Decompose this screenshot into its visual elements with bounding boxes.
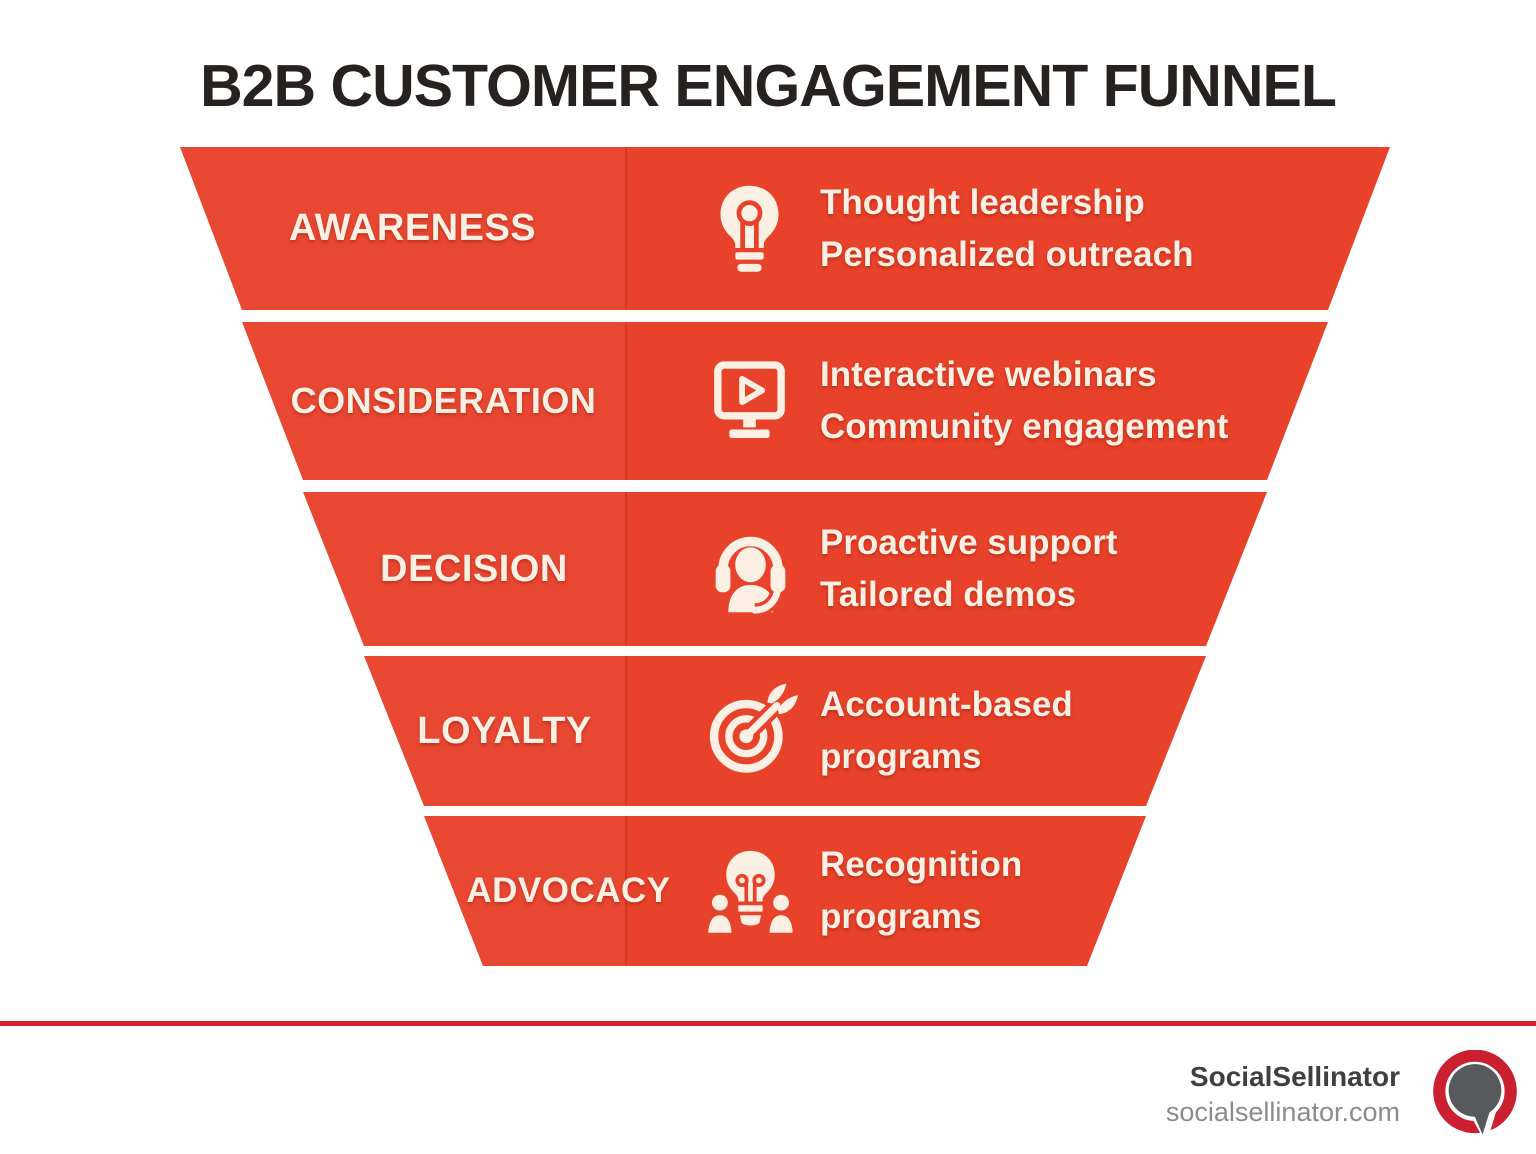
stage-point: programs [820, 737, 982, 776]
footer-divider-line [0, 1021, 1536, 1026]
stage-points: Interactive webinars Community engagemen… [820, 349, 1228, 453]
stage-point: Tailored demos [820, 575, 1077, 614]
stage-point: Proactive support [820, 523, 1118, 562]
brand-name: SocialSellinator [1189, 1061, 1400, 1092]
target-arrow-icon [703, 684, 798, 779]
stage-point: programs [820, 897, 982, 936]
stage-points: Recognition programs [820, 839, 1022, 943]
stage-label: DECISION [380, 547, 568, 590]
funnel-stage-consideration: CONSIDERATION Interactive webinars Commu… [242, 322, 1328, 480]
stage-point: Community engagement [820, 407, 1229, 446]
stage-point: Personalized outreach [820, 234, 1194, 274]
idea-people-icon [703, 844, 798, 939]
stage-divider [625, 656, 627, 806]
stage-label: AWARENESS [288, 207, 537, 249]
speech-bubble-logo [1428, 1050, 1522, 1144]
funnel-stage-loyalty: LOYALTY Account-based programs [364, 656, 1206, 806]
stage-point: Interactive webinars [820, 355, 1157, 394]
headset-support-icon [703, 522, 798, 617]
stage-divider [625, 816, 627, 966]
footer-brand-block: SocialSellinator socialsellinator.com [1166, 1060, 1400, 1129]
stage-point: Recognition [820, 845, 1023, 884]
stage-label: CONSIDERATION [290, 380, 597, 421]
stage-divider [625, 147, 627, 310]
stage-label: LOYALTY [417, 709, 592, 752]
funnel-stage-awareness: AWARENESS Thought leadership Personalize… [180, 147, 1390, 310]
stage-divider [625, 492, 627, 646]
funnel-stage-decision: DECISION Proactive support Tailored demo… [303, 492, 1267, 646]
stage-points: Thought leadership Personalized outreach [820, 177, 1193, 281]
stage-points: Proactive support Tailored demos [820, 517, 1118, 621]
page-title: B2B CUSTOMER ENGAGEMENT FUNNEL [200, 53, 1337, 119]
stage-point: Thought leadership [820, 182, 1145, 222]
stage-point: Account-based [820, 685, 1073, 724]
stage-label: ADVOCACY [466, 871, 671, 910]
stage-points: Account-based programs [820, 679, 1073, 783]
lightbulb-icon [702, 181, 797, 276]
webinar-monitor-icon [702, 354, 797, 449]
stage-divider [625, 322, 627, 480]
brand-website: socialsellinator.com [1165, 1097, 1400, 1127]
funnel-stage-advocacy: ADVOCACY Recognition programs [424, 816, 1146, 966]
